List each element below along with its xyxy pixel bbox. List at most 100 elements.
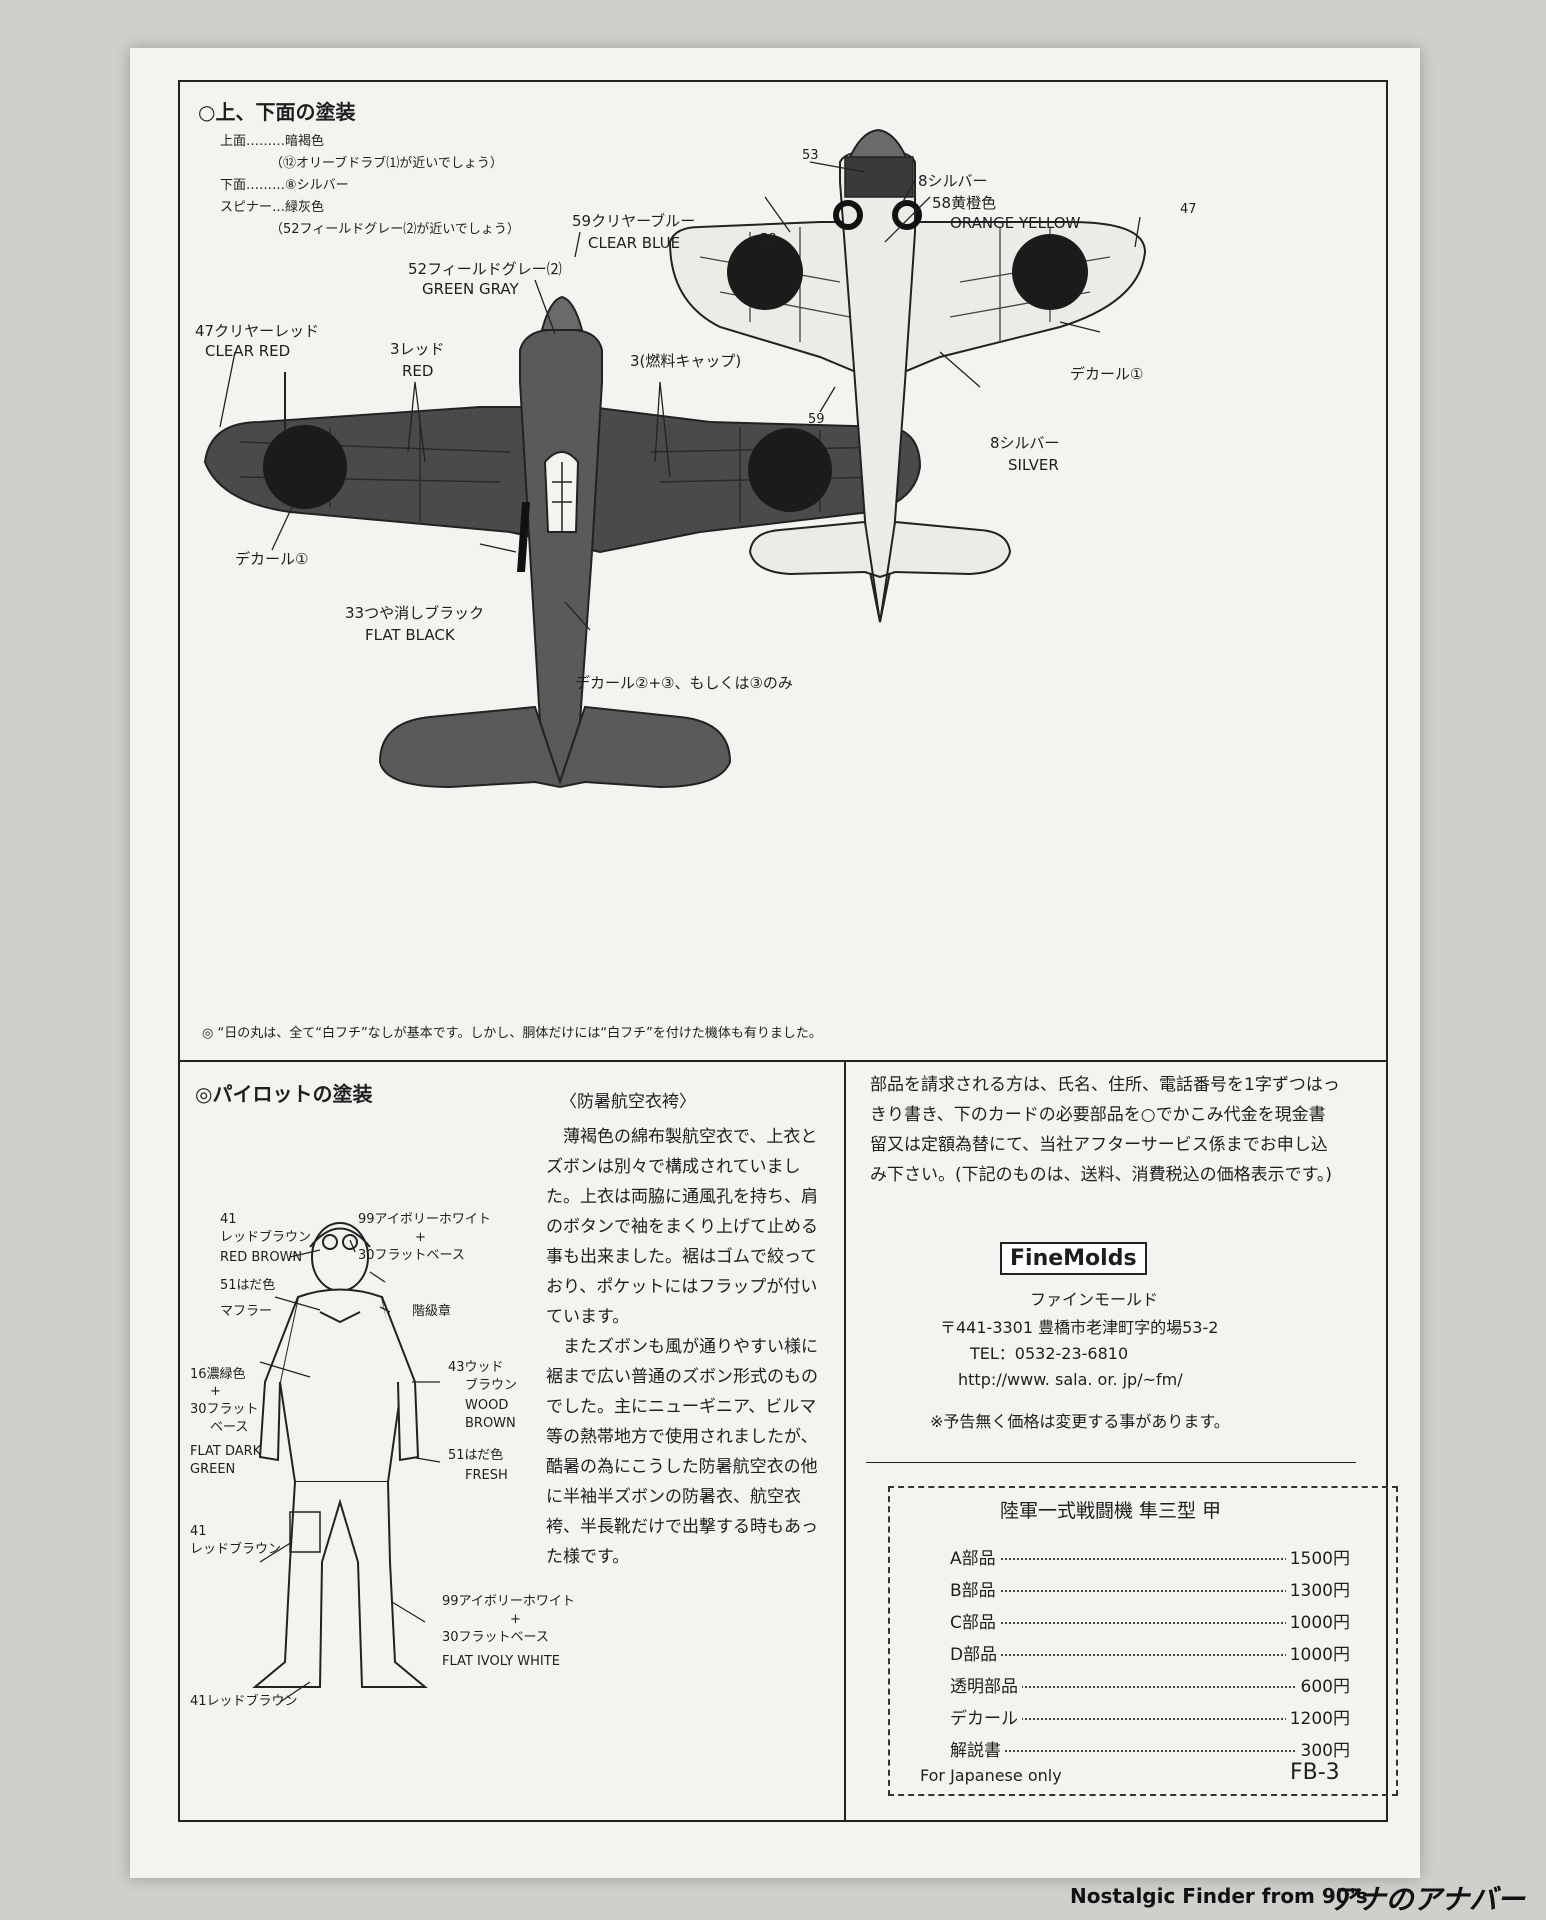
- pilot-flat-dark-green-en-b: GREEN: [190, 1462, 236, 1477]
- legend-line-4: スピナー…緑灰色: [220, 200, 325, 215]
- pilot-flat-base2-jp-b: ベース: [210, 1420, 249, 1435]
- pilot-fresh-en: FRESH: [465, 1468, 508, 1483]
- order-divider: [866, 1462, 1356, 1463]
- callout-decal1-top: デカール①: [235, 550, 309, 568]
- pilot-ivory-jp: 99アイボリーホワイト: [358, 1212, 491, 1227]
- price-row-value: 1500円: [1285, 1544, 1350, 1569]
- price-row-manual: 解説書 300円: [950, 1736, 1350, 1761]
- price-row-label: 解説書: [950, 1736, 1005, 1761]
- pilot-flat-base3-jp: 30フラットベース: [442, 1630, 549, 1645]
- pilot-fresh-jp: 51はだ色: [448, 1448, 504, 1463]
- pilot-flat-dark-green-en: FLAT DARK: [190, 1444, 262, 1459]
- callout-red-en: RED: [402, 362, 434, 380]
- callout-red-jp: 3レッド: [390, 340, 445, 358]
- pilot-red-brown-num: 41: [220, 1212, 237, 1227]
- callout-green-gray-en: GREEN GRAY: [422, 280, 519, 298]
- price-row-value: 1300円: [1285, 1576, 1350, 1601]
- paint-section-title: ○上、下面の塗装: [198, 100, 356, 124]
- price-row-value: 600円: [1296, 1672, 1350, 1697]
- pilot-red-brown-jp: レッドブラウン: [220, 1230, 312, 1245]
- pilot-red-brown2-jp: レッドブラウン: [190, 1542, 282, 1557]
- price-row-decal: デカール 1200円: [950, 1704, 1350, 1729]
- callout-green-gray-jp: 52フィールドグレー⑵: [408, 260, 562, 278]
- sheet-frame: ○上、下面の塗装 上面………暗褐色 （⑫オリーブドラブ⑴が近いでしょう） 下面……: [178, 80, 1398, 1822]
- pilot-green-jp: 16濃緑色: [190, 1367, 246, 1382]
- pilot-section-title: ◎パイロットの塗装: [195, 1082, 373, 1106]
- price-row-clear: 透明部品 600円: [950, 1672, 1350, 1697]
- pilot-wood-brown-jp-b: ブラウン: [465, 1378, 518, 1393]
- pilot-figure: [252, 1222, 441, 1703]
- callout-58: 58: [760, 232, 777, 247]
- pilot-red-brown-en: RED BROWN: [220, 1250, 303, 1265]
- legend-line-3: 下面………⑧シルバー: [220, 178, 349, 193]
- pilot-red-brown3: 41レッドブラウン: [190, 1694, 298, 1709]
- pilot-red-brown2-num: 41: [190, 1524, 207, 1539]
- parts-order-card: 陸軍一式戦闘機 隼三型 甲 A部品 1500円 B部品 1300円 C部品 1000円…: [888, 1486, 1398, 1796]
- price-row-label: デカール: [950, 1704, 1022, 1729]
- company-tel: TEL：0532-23-6810: [970, 1344, 1129, 1363]
- callout-clear-blue-en: CLEAR BLUE: [588, 234, 681, 252]
- callout-silver-en: SILVER: [1008, 456, 1059, 474]
- legend-line-2: （⑫オリーブドラブ⑴が近いでしょう）: [270, 156, 503, 171]
- aircraft-top-view: [203, 279, 922, 789]
- clothing-title: 〈防暑航空衣袴〉: [560, 1092, 696, 1112]
- watermark-brand: アナのアナバー: [1330, 1883, 1525, 1916]
- callout-flat-black-jp: 33つや消しブラック: [345, 604, 485, 622]
- price-card-title: 陸軍一式戦闘機 隼三型 甲: [1000, 1500, 1222, 1522]
- column-divider: [844, 1060, 846, 1820]
- price-notice: ※予告無く価格は変更する事があります。: [930, 1412, 1230, 1431]
- section-divider: [180, 1060, 1386, 1062]
- price-row-value: 1000円: [1285, 1640, 1350, 1665]
- order-instructions: 部品を請求される方は、氏名、住所、電話番号を1字ずつはっきり書き、下のカードの必…: [870, 1075, 1340, 1185]
- callout-59: 59: [808, 412, 825, 427]
- callout-orange-en: ORANGE YELLOW: [950, 214, 1081, 232]
- price-row-value: 300円: [1296, 1736, 1350, 1761]
- instruction-sheet: ○上、下面の塗装 上面………暗褐色 （⑫オリーブドラブ⑴が近いでしょう） 下面……: [130, 48, 1420, 1878]
- company-address: 〒441-3301 豊橋市老津町字的場53-2: [940, 1318, 1219, 1337]
- price-row-b: B部品 1300円: [950, 1576, 1350, 1601]
- pilot-plus3: +: [510, 1612, 521, 1627]
- pilot-ivory2-jp: 99アイボリーホワイト: [442, 1594, 575, 1609]
- price-row-label: C部品: [950, 1608, 1000, 1633]
- finemolds-logo: FineMolds: [1000, 1242, 1147, 1275]
- company-name: ファインモールド: [1030, 1290, 1159, 1309]
- callout-silver-top: 8シルバー: [918, 172, 988, 190]
- pilot-plus1: +: [415, 1230, 426, 1245]
- pilot-wood-brown-en: WOOD: [465, 1398, 509, 1413]
- callout-47: 47: [1180, 202, 1197, 217]
- callout-silver-jp: 8シルバー: [990, 434, 1060, 452]
- callout-clear-red-jp: 47クリヤーレッド: [195, 322, 320, 340]
- callout-orange-jp: 58黄橙色: [932, 194, 997, 212]
- price-row-a: A部品 1500円: [950, 1544, 1350, 1569]
- legend-line-5: （52フィールドグレー⑵が近いでしょう）: [270, 222, 520, 237]
- pilot-wood-brown-jp: 43ウッド: [448, 1360, 504, 1375]
- callout-decal23: デカール②+③、もしくは③のみ: [575, 674, 793, 692]
- price-row-value: 1000円: [1285, 1608, 1350, 1633]
- price-row-label: 透明部品: [950, 1672, 1022, 1697]
- pilot-wood-brown-en-b: BROWN: [465, 1416, 516, 1431]
- hinomaru-note: ◎ “日の丸は、全て“白フチ”なしが基本です。しかし、胴体だけには“白フチ”を付…: [202, 1026, 822, 1041]
- aircraft-bottom-view: [574, 128, 1147, 623]
- japanese-only-note: For Japanese only: [920, 1766, 1062, 1785]
- price-row-value: 1200円: [1285, 1704, 1350, 1729]
- product-code: FB-3: [1290, 1760, 1340, 1785]
- price-row-label: B部品: [950, 1576, 1000, 1601]
- pilot-flat-base2-jp: 30フラット: [190, 1402, 259, 1417]
- watermark-text: Nostalgic Finder from 90's: [1070, 1884, 1368, 1908]
- legend-line-1: 上面………暗褐色: [220, 134, 325, 149]
- callout-53: 53: [802, 148, 819, 163]
- callout-clear-blue-jp: 59クリヤーブルー: [572, 212, 696, 230]
- pilot-flat-base-jp: 30フラットベース: [358, 1248, 465, 1263]
- pilot-plus2: +: [210, 1384, 221, 1399]
- callout-fuel-cap: 3(燃料キャップ): [630, 352, 742, 370]
- pilot-muffler: マフラー: [220, 1304, 273, 1319]
- callout-flat-black-en: FLAT BLACK: [365, 626, 455, 644]
- price-row-label: A部品: [950, 1544, 1000, 1569]
- pilot-skin-jp: 51はだ色: [220, 1278, 276, 1293]
- pilot-flat-ivory-en: FLAT IVOLY WHITE: [442, 1654, 560, 1669]
- callout-clear-red-en: CLEAR RED: [205, 342, 291, 360]
- price-row-c: C部品 1000円: [950, 1608, 1350, 1633]
- callout-decal1-bottom: デカール①: [1070, 365, 1144, 383]
- pilot-rank: 階級章: [412, 1304, 452, 1319]
